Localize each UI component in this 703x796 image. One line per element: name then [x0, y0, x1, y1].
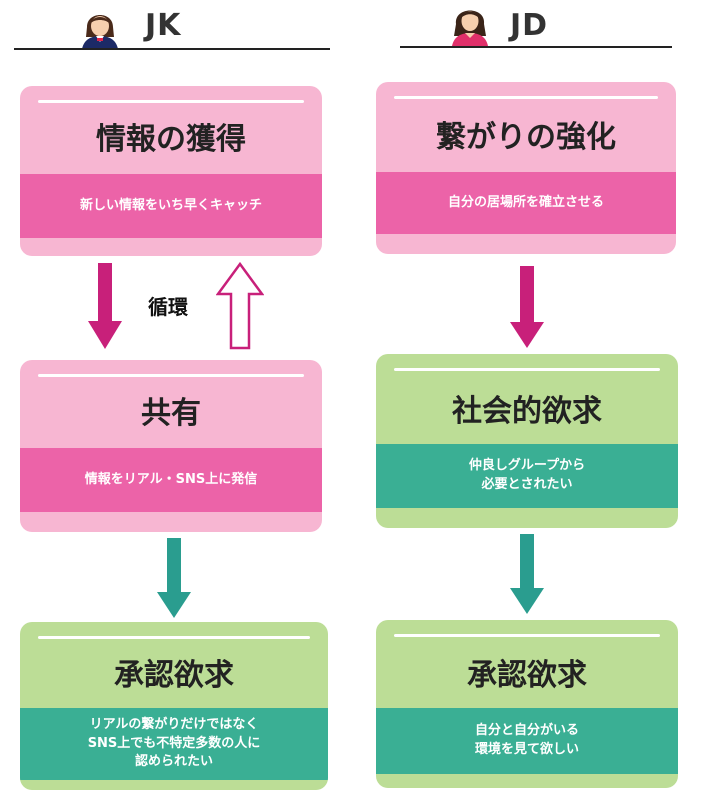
- card-description-line: 必要とされたい: [481, 477, 573, 492]
- card-title: 承認欲求: [114, 658, 234, 693]
- card-description-line: 仲良しグループから: [468, 458, 586, 474]
- jd-underline: [400, 46, 672, 48]
- cycle-label: 循環: [148, 295, 188, 319]
- card-approval-desire-jd: 承認欲求 自分と自分がいる 環境を見て欲しい: [376, 620, 678, 788]
- card-description: 自分と自分がいる 環境を見て欲しい: [376, 708, 678, 774]
- card-description-line: 認められたい: [134, 754, 213, 770]
- card-description-line: 環境を見て欲しい: [474, 742, 579, 757]
- arrow-down-icon: [510, 266, 544, 348]
- card-highlight-line: [394, 368, 660, 371]
- card-description: 新しい情報をいち早くキャッチ: [20, 174, 322, 238]
- arrow-down-teal-icon: [510, 534, 544, 614]
- card-description-line: SNS上でも不特定多数の人に: [87, 735, 261, 751]
- card-description: 情報をリアル・SNS上に発信: [20, 448, 322, 512]
- card-title: 共有: [141, 396, 201, 431]
- card-information-acquisition: 情報の獲得 新しい情報をいち早くキャッチ: [20, 86, 322, 256]
- arrow-down-teal-icon: [157, 538, 191, 618]
- student-avatar-icon: [82, 15, 118, 49]
- card-sharing: 共有 情報をリアル・SNS上に発信: [20, 360, 322, 532]
- card-highlight-line: [38, 100, 304, 103]
- card-highlight-line: [38, 636, 310, 639]
- woman-avatar-icon: [452, 10, 488, 46]
- jk-label: JK: [145, 8, 182, 43]
- card-highlight-line: [394, 96, 658, 99]
- card-approval-desire-jk: 承認欲求 リアルの繋がりだけではなく SNS上でも不特定多数の人に 認められたい: [20, 622, 328, 790]
- card-description: 自分の居場所を確立させる: [376, 172, 676, 234]
- card-description-line: リアルの繋がりだけではなく: [89, 716, 259, 732]
- jd-label: JD: [510, 8, 549, 43]
- card-highlight-line: [38, 374, 304, 377]
- card-highlight-line: [394, 634, 660, 637]
- card-title: 繋がりの強化: [436, 120, 616, 155]
- card-strengthen-connections: 繋がりの強化 自分の居場所を確立させる: [376, 82, 676, 254]
- arrow-down-icon: [88, 263, 122, 349]
- card-description: 仲良しグループから 必要とされたい: [376, 444, 678, 508]
- arrow-up-outline-icon: [216, 262, 264, 350]
- jk-underline: [14, 48, 330, 50]
- card-description: リアルの繋がりだけではなく SNS上でも不特定多数の人に 認められたい: [20, 708, 328, 780]
- card-title: 社会的欲求: [452, 394, 602, 429]
- card-title: 承認欲求: [467, 658, 587, 693]
- card-social-desire: 社会的欲求 仲良しグループから 必要とされたい: [376, 354, 678, 528]
- card-title: 情報の獲得: [96, 122, 246, 157]
- card-description-line: 自分と自分がいる: [474, 723, 579, 739]
